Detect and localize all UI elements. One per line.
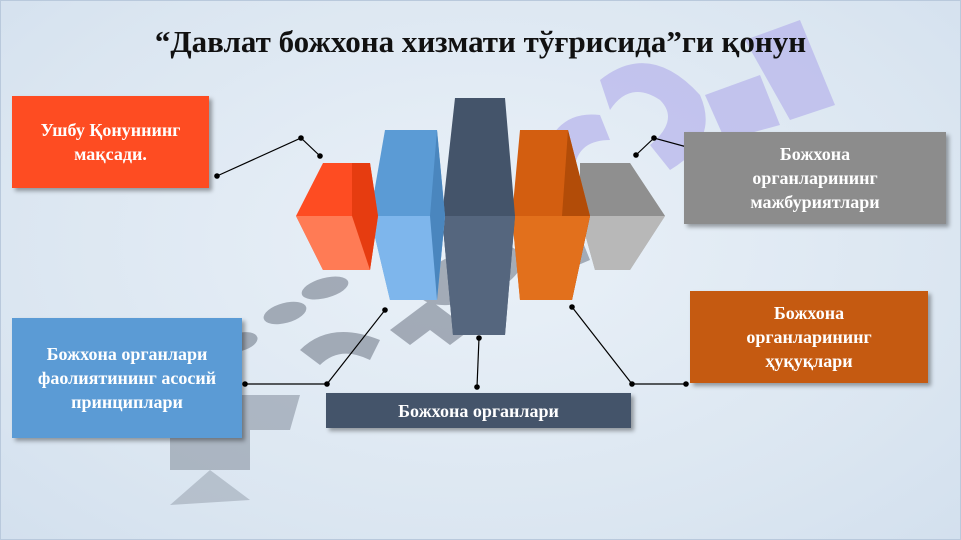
obligations-label: Божхона органларининг мажбуриятлари: [750, 144, 880, 212]
principles-box: Божхона органлари фаолиятининг асосий пр…: [12, 318, 242, 438]
blue-prism: [370, 130, 445, 300]
orange-prism: [512, 130, 590, 300]
organs-label: Божхона органлари: [398, 400, 559, 421]
red-prism: [296, 163, 378, 270]
principles-label: Божхона органлари фаолиятининг асосий пр…: [37, 344, 217, 412]
page-title: “Давлат божхона хизмати тўғрисида”ги қон…: [154, 24, 807, 59]
organs-box: Божхона органлари: [326, 393, 631, 428]
purpose-label: Ушбу Қонуннинг мақсади.: [40, 120, 181, 164]
rights-label: Божхона органларининг ҳуқуқлари: [746, 303, 872, 371]
purpose-box: Ушбу Қонуннинг мақсади.: [12, 96, 209, 188]
rights-box: Божхона органларининг ҳуқуқлари: [690, 291, 928, 383]
slate-prism: [442, 98, 515, 335]
obligations-box: Божхона органларининг мажбуриятлари: [684, 132, 946, 224]
connector-dots: [214, 135, 712, 390]
grey-prism: [580, 163, 665, 270]
